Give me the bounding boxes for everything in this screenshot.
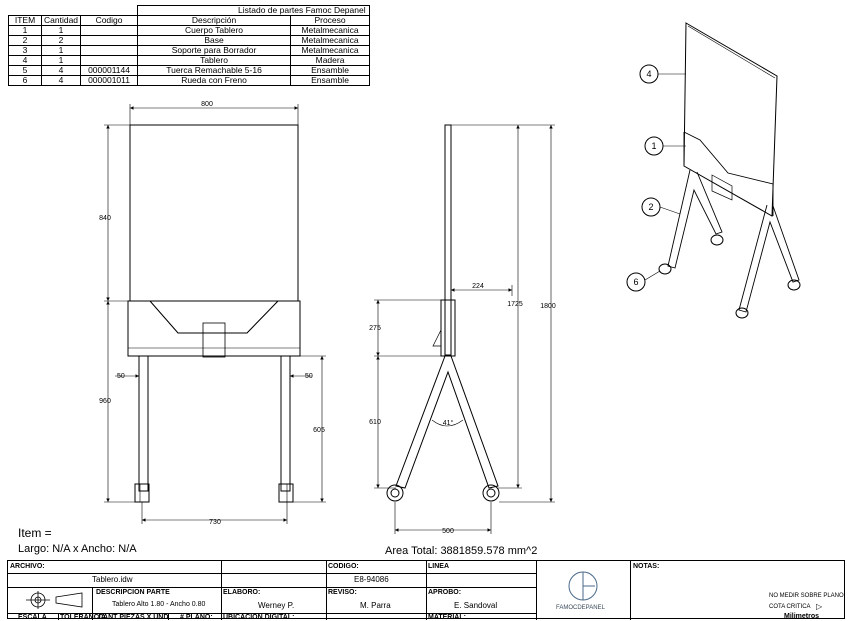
cota-critica-note: COTA CRITICA xyxy=(769,604,811,610)
dim-610: 610 xyxy=(369,419,381,426)
units-label: Milimetros xyxy=(784,613,820,620)
front-view: 800 840 960 50 50 605 730 xyxy=(99,101,326,526)
dim-50-right: 50 xyxy=(305,373,313,380)
dim-50-left: 50 xyxy=(117,373,125,380)
dim-1800: 1800 xyxy=(540,303,556,310)
cant-piezas-label: CANT PIEZAS X UND xyxy=(98,614,169,621)
tolerancia-label: TOLERANCIA xyxy=(60,614,106,621)
dim-angle-41: 41° xyxy=(443,419,454,427)
iso-wheel-3 xyxy=(735,307,749,319)
iso-wheel-1 xyxy=(658,263,672,275)
aprobo-value: E. Sandoval xyxy=(454,601,498,610)
plano-label: # PLANO: xyxy=(180,614,213,621)
balloon-2-label: 2 xyxy=(648,202,653,212)
aprobo-label: APROBO: xyxy=(428,589,462,596)
side-wheel-right xyxy=(482,484,500,502)
parts-cell-proceso: Ensamble xyxy=(290,75,371,86)
codigo-label: CODIGO: xyxy=(328,563,359,570)
linea-label: LINEA xyxy=(428,563,449,570)
dim-840: 840 xyxy=(99,215,111,222)
front-left-wheel xyxy=(134,483,150,503)
cota-critica-icon: ▷ xyxy=(816,602,823,611)
side-body xyxy=(440,299,456,357)
descripcion-value: Tablero Alto 1.80 - Ancho 0.80 xyxy=(112,601,206,608)
size-label: Largo: N/A x Ancho: N/A xyxy=(18,543,137,555)
side-wheel-left xyxy=(386,484,404,502)
dim-224: 224 xyxy=(472,283,484,290)
dim-960: 960 xyxy=(99,398,111,405)
archivo-label: ARCHIVO: xyxy=(10,563,45,570)
front-body-cutout xyxy=(128,300,300,334)
dim-800: 800 xyxy=(201,101,213,108)
front-right-leg xyxy=(280,355,291,492)
front-right-wheel xyxy=(278,483,294,503)
front-dimensions xyxy=(104,104,326,524)
side-board xyxy=(444,124,452,356)
balloon-1-label: 1 xyxy=(651,141,656,151)
side-legs xyxy=(395,355,499,489)
dim-1725: 1725 xyxy=(507,301,523,308)
item-label: Item = xyxy=(18,526,52,540)
famoc-logo-icon xyxy=(568,571,598,601)
iso-body xyxy=(683,131,774,216)
logo-text: FAMOCDEPANEL xyxy=(556,605,605,611)
reviso-value: M. Parra xyxy=(360,601,391,610)
parts-cell-cantidad: 4 xyxy=(40,75,82,86)
side-dimensions xyxy=(374,124,555,534)
no-medir-note: NO MEDIR SOBRE PLANO xyxy=(769,593,844,599)
elaboro-value: Werney P. xyxy=(258,601,295,610)
dim-730: 730 xyxy=(209,519,221,526)
codigo-value: E8-94086 xyxy=(354,575,389,584)
iso-leg-front xyxy=(667,169,723,269)
balloon-6-label: 6 xyxy=(633,277,638,287)
iso-leg-back xyxy=(738,204,800,313)
parts-list-title: Listado de partes Famoc Depanel xyxy=(137,5,371,16)
isometric-view xyxy=(626,22,801,319)
escala-label: ESCALA xyxy=(18,614,47,621)
dim-605: 605 xyxy=(313,427,325,434)
iso-board xyxy=(683,22,778,217)
archivo-value: Tablero.idw xyxy=(92,575,133,584)
iso-wheel-4 xyxy=(787,279,801,291)
front-left-leg xyxy=(138,355,149,492)
projection-symbol-icon xyxy=(26,591,83,609)
title-block: ARCHIVO: Tablero.idw CODIGO: E8-94086 LI… xyxy=(7,560,845,621)
ubicacion-label: UBICACION DIGITAL: xyxy=(223,614,295,621)
side-eraser-support xyxy=(432,329,442,347)
balloon-4-label: 4 xyxy=(646,69,651,79)
dim-275: 275 xyxy=(369,325,381,332)
elaboro-label: ELABORO: xyxy=(223,589,261,596)
front-body xyxy=(127,300,301,357)
descripcion-label: DESCRIPCION PARTE xyxy=(96,589,170,596)
side-view: 224 275 610 1725 1800 41° 500 xyxy=(369,124,556,535)
area-total: Area Total: 3881859.578 mm^2 xyxy=(385,545,538,557)
iso-eraser-support xyxy=(711,174,733,201)
balloon-6 xyxy=(626,272,646,292)
iso-wheel-2 xyxy=(710,234,724,246)
notas-label: NOTAS: xyxy=(633,563,660,570)
parts-list-table: Listado de partes Famoc Depanel ITEM Can… xyxy=(8,5,371,86)
front-board xyxy=(129,124,299,302)
reviso-label: REVISO: xyxy=(328,589,357,596)
material-label: MATERIAL: xyxy=(428,614,466,621)
dim-500: 500 xyxy=(442,528,454,535)
eraser-support xyxy=(202,322,226,358)
